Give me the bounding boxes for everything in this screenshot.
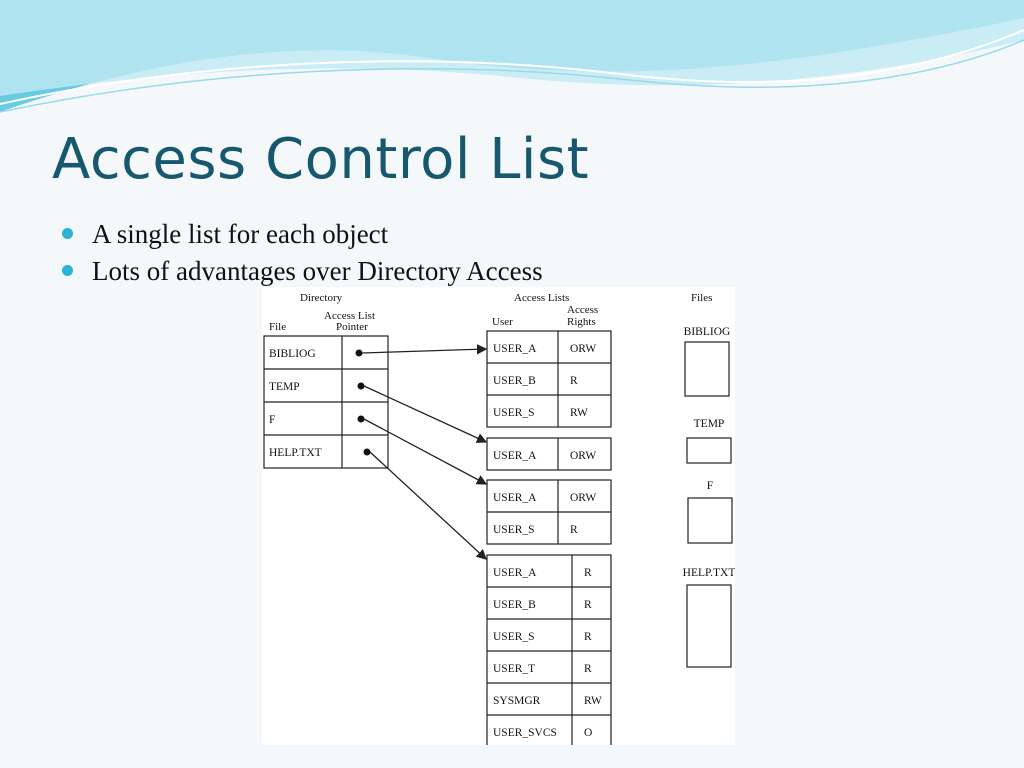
wave-light-band [0, 0, 1024, 96]
acl-access-rights: ORW [570, 492, 596, 504]
directory-file-name: TEMP [269, 381, 300, 393]
pointer-dot [357, 415, 365, 423]
acl-access-rights: RW [584, 695, 602, 707]
pointer-header-line2: Pointer [336, 321, 368, 333]
bullet-dot-icon [62, 265, 73, 276]
diagram-background [262, 287, 735, 745]
acl-diagram: Directory Access List File Pointer Acces… [262, 287, 735, 745]
pointer-dot [355, 349, 363, 357]
acl-access-rights: ORW [570, 450, 596, 462]
file-object-box [684, 341, 730, 397]
acl-access-rights: ORW [570, 343, 596, 355]
acl-user-name: USER_A [493, 492, 537, 504]
acl-user-name: USER_SVCS [493, 727, 557, 739]
directory-title: Directory [300, 292, 343, 304]
file-name-label: HELP.TXT [683, 567, 735, 579]
rights-header-line2: Rights [567, 316, 596, 328]
acl-access-rights: O [584, 727, 592, 739]
acl-access-rights: R [584, 631, 592, 643]
directory-table: BIBLIOG TEMP F HELP.TXT [263, 335, 389, 469]
acl-user-name: USER_B [493, 375, 536, 387]
file-name-label: F [707, 480, 713, 492]
acl-access-rights: R [584, 567, 592, 579]
acl-user-name: USER_A [493, 343, 537, 355]
bullet-text: Lots of advantages over Directory Access [92, 256, 543, 286]
acl-access-rights: R [570, 375, 578, 387]
acl-user-name: USER_A [493, 450, 537, 462]
access-lists-title: Access Lists [514, 292, 569, 304]
files-title: Files [691, 292, 712, 304]
directory-file-name: F [269, 414, 275, 426]
bullet-item: Lots of advantages over Directory Access [62, 253, 543, 290]
rights-header-line1: Access [567, 304, 598, 316]
bullet-list: A single list for each object Lots of ad… [62, 216, 543, 290]
pointer-dot [357, 382, 365, 390]
pointer-arrows [361, 344, 488, 560]
acl-user-name: USER_S [493, 524, 535, 536]
acl-access-rights: RW [570, 407, 588, 419]
acl-user-name: USER_A [493, 567, 537, 579]
acl-access-rights: R [584, 663, 592, 675]
user-column-header: User [492, 316, 513, 328]
slide-title: Access Control List [52, 127, 590, 192]
header-wave-decoration [0, 0, 1024, 113]
file-column-header: File [269, 321, 286, 333]
file-object-box [686, 584, 732, 668]
file-name-label: BIBLIOG [684, 326, 731, 338]
acl-user-name: USER_B [493, 599, 536, 611]
acl-user-name: USER_S [493, 407, 535, 419]
pointer-arrow [363, 418, 488, 485]
file-name-label: TEMP [694, 418, 725, 430]
acl-user-name: USER_T [493, 663, 535, 675]
bullet-text: A single list for each object [92, 219, 389, 249]
bullet-item: A single list for each object [62, 216, 543, 253]
pointer-dot [363, 448, 371, 456]
pointer-arrow [369, 451, 487, 560]
acl-diagram-svg: Directory Access List File Pointer Acces… [262, 287, 735, 745]
access-list-box [486, 437, 612, 471]
pointer-header-line1: Access List [324, 310, 375, 322]
bullet-dot-icon [62, 228, 73, 239]
wave-line-2 [0, 39, 1024, 113]
pointer-arrow [363, 385, 488, 443]
acl-user-name: SYSMGR [493, 695, 541, 707]
files-column: BIBLIOG TEMP F HELP.TXT [683, 326, 735, 668]
pointer-arrow [361, 344, 488, 355]
wave-line-1 [0, 29, 1024, 105]
acl-access-rights: R [584, 599, 592, 611]
acl-user-name: USER_S [493, 631, 535, 643]
directory-file-name: BIBLIOG [269, 348, 316, 360]
file-object-box [686, 437, 732, 464]
acl-access-rights: R [570, 524, 578, 536]
directory-file-name: HELP.TXT [269, 447, 322, 459]
access-list-box [486, 330, 612, 428]
file-object-box [687, 497, 733, 544]
